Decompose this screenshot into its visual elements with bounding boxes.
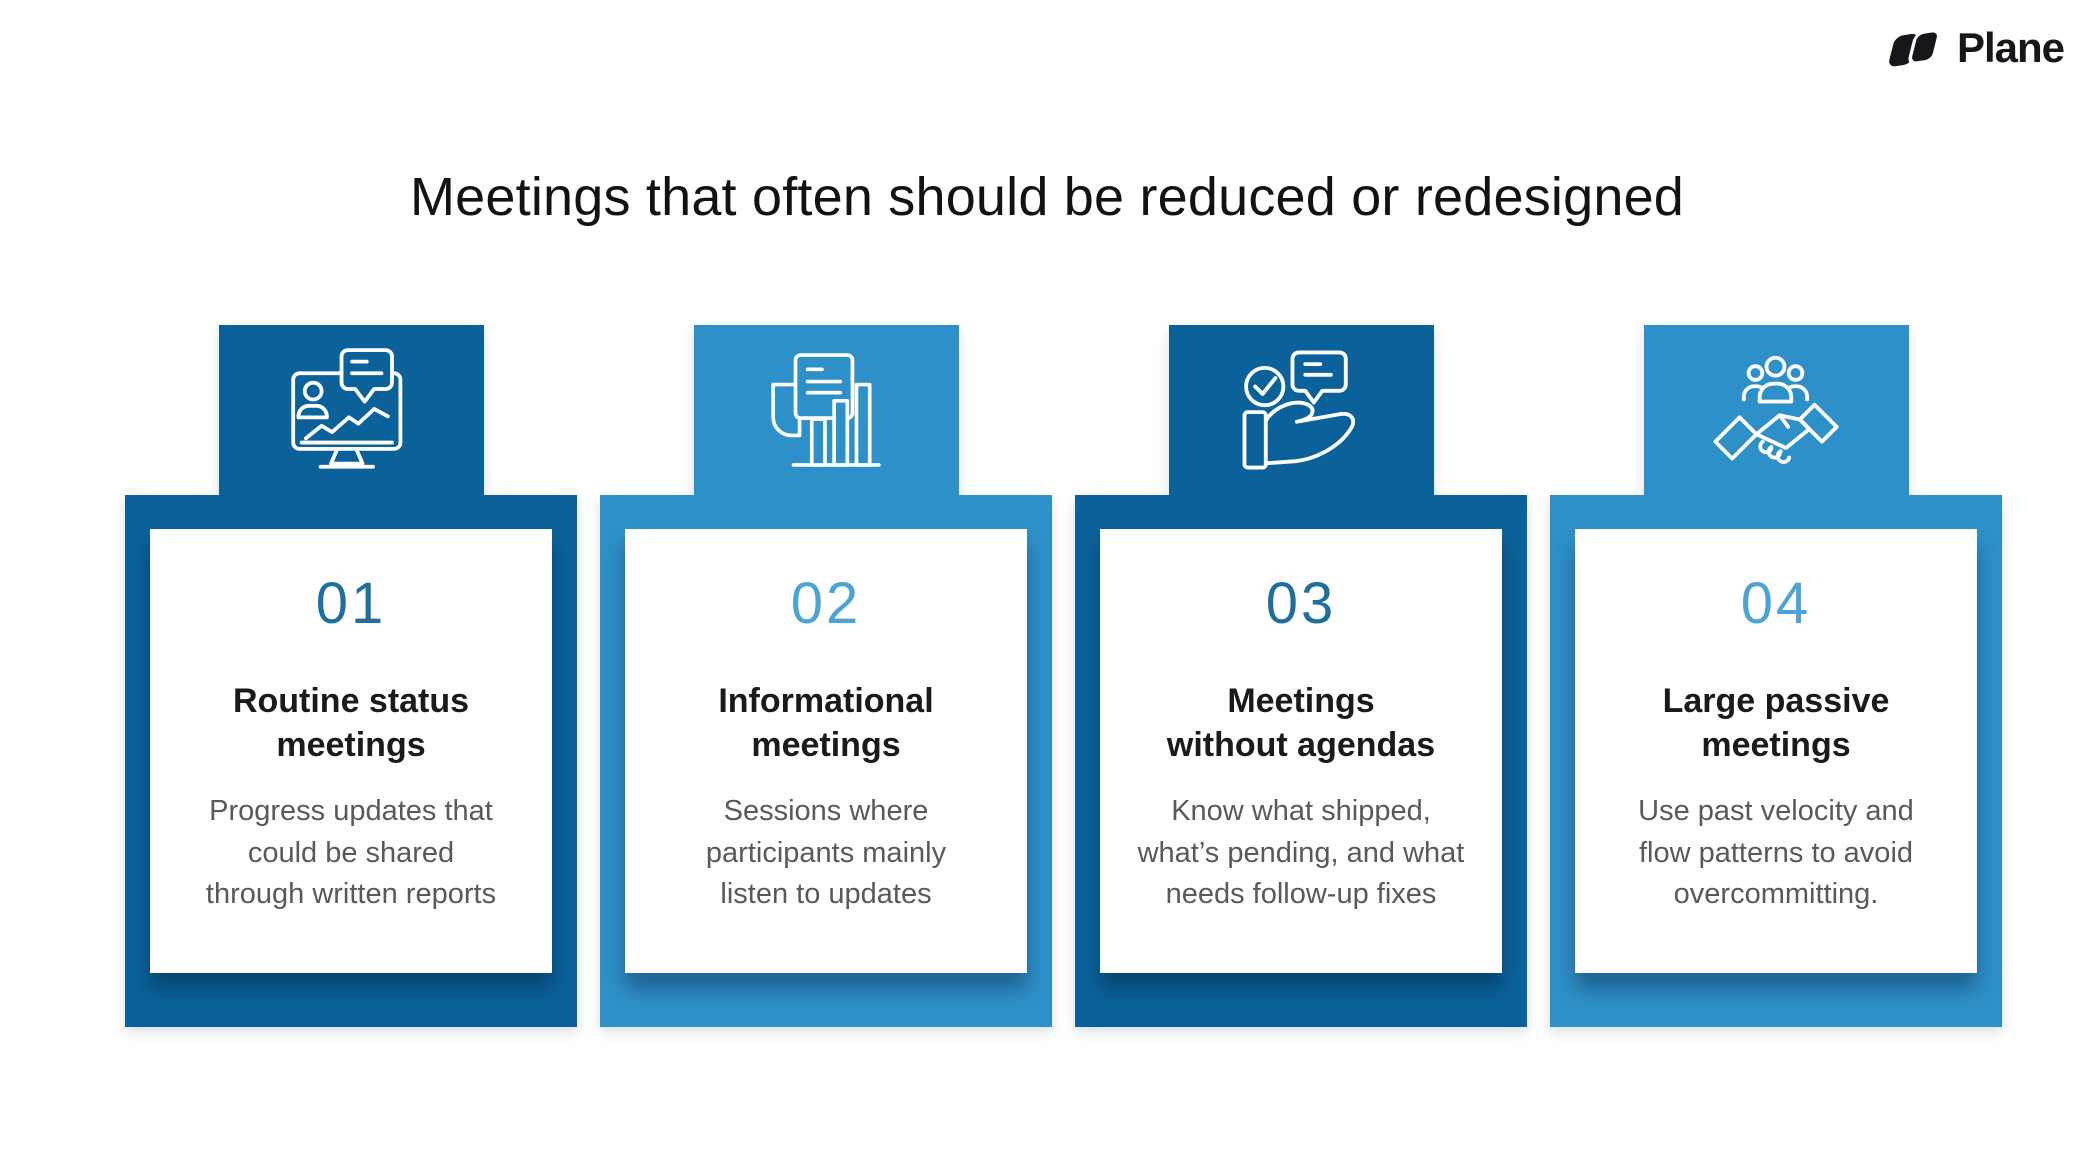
hand-check-message-icon: [1242, 350, 1356, 470]
card-content-panel: 01 Routine status meetings Progress upda…: [150, 529, 552, 973]
card-number: 02: [790, 571, 862, 636]
page-title: Meetings that often should be reduced or…: [409, 167, 1685, 227]
card-description: Know what shipped, what’s pending, and w…: [1137, 795, 1465, 910]
card-content-panel: 04 Large passive meetings Use past veloc…: [1575, 529, 1977, 973]
card-meetings-without-agendas: 03 Meetings without agendas Know what sh…: [1075, 325, 1527, 1027]
brand-name: Plane: [1956, 24, 2065, 71]
monitor-status-icon: [291, 348, 403, 469]
card-content-panel: 03 Meetings without agendas Know what sh…: [1100, 529, 1502, 973]
card-description: Use past velocity and flow patterns to a…: [1638, 795, 1914, 910]
card-informational-meetings: 02 Informational meetings Sessions where…: [600, 325, 1052, 1027]
card-title: Routine status meetings: [232, 682, 470, 765]
card-description: Sessions where participants mainly liste…: [705, 795, 947, 910]
card-large-passive-meetings: 04 Large passive meetings Use past veloc…: [1550, 325, 2002, 1027]
card-number: 03: [1265, 571, 1337, 636]
card-number: 01: [315, 571, 387, 636]
card-number: 04: [1740, 571, 1812, 636]
card-body: 04 Large passive meetings Use past veloc…: [1550, 495, 2002, 1027]
card-tab: [1643, 325, 1909, 495]
card-content-panel: 02 Informational meetings Sessions where…: [625, 529, 1027, 973]
card-body: 02 Informational meetings Sessions where…: [600, 495, 1052, 1027]
handshake-people-icon: [1713, 355, 1839, 464]
plane-logo-icon: [1889, 29, 1941, 67]
card-title: Large passive meetings: [1662, 682, 1890, 765]
card-routine-status-meetings: 01 Routine status meetings Progress upda…: [125, 325, 577, 1027]
card-body: 03 Meetings without agendas Know what sh…: [1075, 495, 1527, 1027]
card-body: 01 Routine status meetings Progress upda…: [125, 495, 577, 1027]
card-tab: [218, 325, 484, 495]
card-description: Progress updates that could be shared th…: [205, 795, 497, 910]
cards-row: 01 Routine status meetings Progress upda…: [125, 325, 2002, 1027]
card-title: Informational meetings: [718, 682, 934, 765]
report-chart-icon: [771, 353, 881, 467]
card-tab: [693, 325, 959, 495]
card-title: Meetings without agendas: [1166, 682, 1436, 765]
card-tab: [1168, 325, 1434, 495]
brand-logo: Plane: [1887, 22, 2065, 74]
